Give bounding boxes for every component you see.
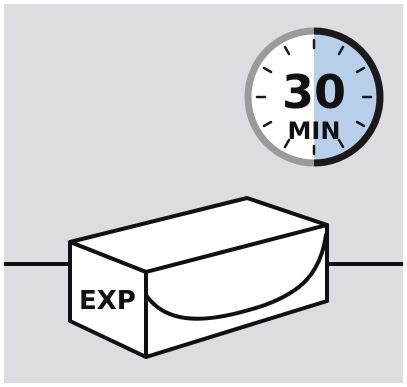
timer-icon: 30 MIN (248, 31, 380, 163)
box-object: EXP (70, 198, 327, 357)
timer-value: 30 (282, 65, 346, 119)
box-label: EXP (79, 286, 136, 316)
timer-unit: MIN (288, 117, 341, 145)
